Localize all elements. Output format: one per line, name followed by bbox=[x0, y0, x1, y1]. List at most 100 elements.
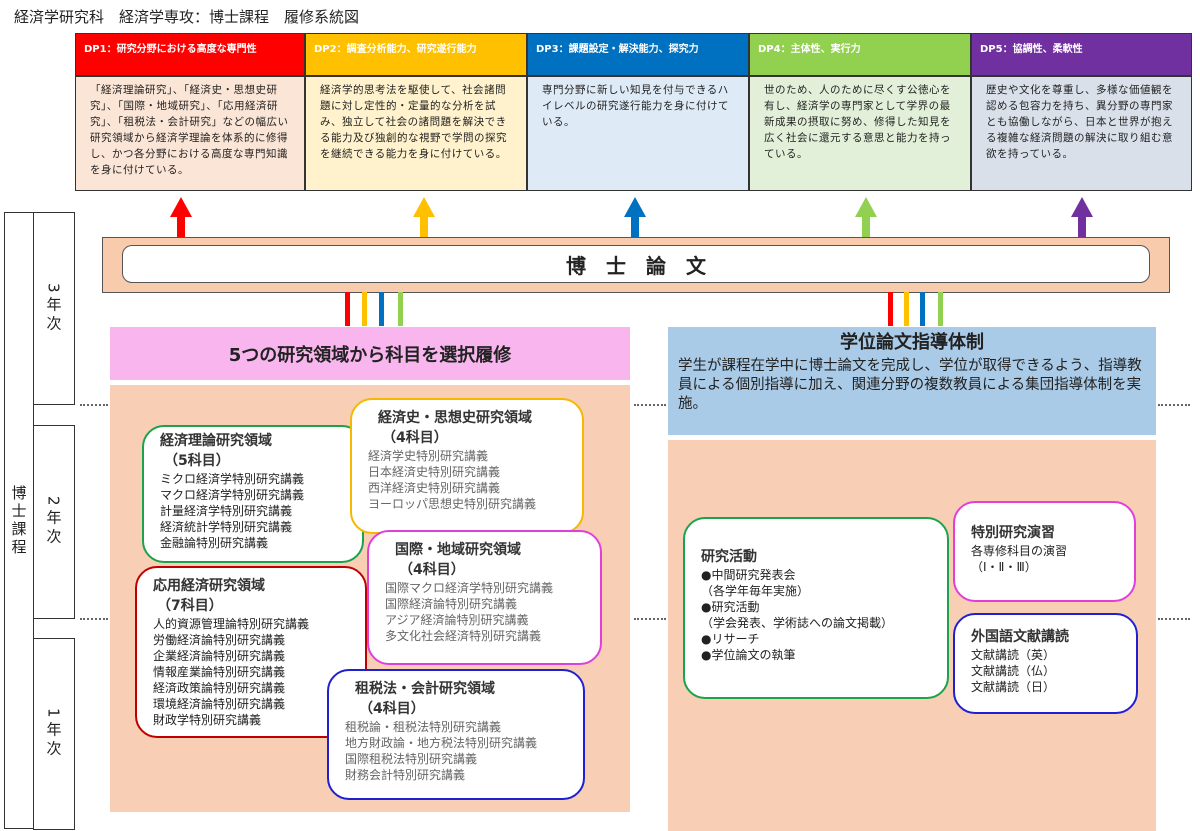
dp-label: DP2：調査分析能力、研究遂行能力 bbox=[314, 44, 477, 55]
up-arrow-icon bbox=[170, 197, 192, 245]
box-title: 外国語文献講読 bbox=[971, 629, 1069, 645]
course-item: 西洋経済史特別研究講義 bbox=[368, 481, 501, 495]
connector-bar bbox=[345, 292, 350, 326]
list-item: （各学年毎年実施） bbox=[701, 584, 810, 598]
year-2: 2年次 bbox=[33, 425, 75, 619]
connector-bar bbox=[398, 292, 403, 326]
foreign-literature-box: 外国語文献講読 文献講読（英） 文献講読（仏） 文献講読（日） bbox=[953, 613, 1138, 714]
list-item: （学会発表、学術誌への論文掲載） bbox=[701, 616, 894, 630]
list-item: 文献講読（仏） bbox=[971, 664, 1056, 678]
course-item: 計量経済学特別研究講義 bbox=[160, 504, 293, 518]
dp5-header: DP5：協調性、柔軟性 bbox=[971, 33, 1192, 76]
area-name: 租税法・会計研究領域 bbox=[355, 681, 495, 697]
left-header-label: 5つの研究領域から科目を選択履修 bbox=[228, 344, 512, 366]
dp2-header: DP2：調査分析能力、研究遂行能力 bbox=[305, 33, 527, 76]
list-item: （Ⅰ・Ⅱ・Ⅲ） bbox=[971, 560, 1037, 574]
divider bbox=[634, 618, 666, 620]
research-area-box: 経済理論研究領域 （5科目） ミクロ経済学特別研究講義マクロ経済学特別研究講義計… bbox=[142, 425, 364, 563]
course-item: ヨーロッパ思想史特別研究講義 bbox=[368, 497, 537, 511]
course-item: 租税論・租税法特別研究講義 bbox=[345, 720, 502, 734]
right-header-desc: 学生が課程在学中に博士論文を完成し、学位が取得できるよう、指導教員による個別指導… bbox=[678, 358, 1142, 412]
area-count: （4科目） bbox=[399, 562, 465, 578]
divider bbox=[80, 404, 108, 406]
dp-text: 経済学的思考法を駆使して、社会諸問題に対し定性的・定量的な分析を試み、独立して社… bbox=[320, 84, 507, 160]
connector-bar bbox=[362, 292, 367, 326]
area-count: （4科目） bbox=[359, 701, 425, 717]
research-area-box: 経済史・思想史研究領域 （4科目） 経済学史特別研究講義日本経済史特別研究講義西… bbox=[350, 398, 584, 534]
list-item: ●研究活動 bbox=[701, 600, 760, 614]
research-area-box: 応用経済研究領域 （7科目） 人的資源管理論特別研究講義労働経済論特別研究講義企… bbox=[135, 566, 367, 738]
dp2-description: 経済学的思考法を駆使して、社会諸問題に対し定性的・定量的な分析を試み、独立して社… bbox=[305, 76, 527, 191]
dp1-description: 「経済理論研究」、「経済史・思想史研究」、「国際・地域研究」、「応用経済研究」、… bbox=[75, 76, 305, 191]
list-item: 各専修科目の演習 bbox=[971, 544, 1068, 558]
left-header: 5つの研究領域から科目を選択履修 bbox=[110, 327, 630, 380]
area-name: 経済理論研究領域 bbox=[160, 433, 272, 449]
course-item: 地方財政論・地方税法特別研究講義 bbox=[345, 736, 538, 750]
course-item: 国際租税法特別研究講義 bbox=[345, 752, 478, 766]
dp5-description: 歴史や文化を尊重し、多様な価値観を認める包容力を持ち、異分野の専門家とも協働しな… bbox=[971, 76, 1192, 191]
dp-label: DP3：課題設定・解決能力、探究力 bbox=[536, 44, 699, 55]
year-3: 3年次 bbox=[33, 212, 75, 405]
divider bbox=[1158, 404, 1190, 406]
up-arrow-icon bbox=[624, 197, 646, 245]
list-item: ●リサーチ bbox=[701, 632, 760, 646]
up-arrow-icon bbox=[855, 197, 877, 245]
dp4-description: 世のため、人のために尽くす公徳心を有し、経済学の専門家として学界の最新成果の摂取… bbox=[749, 76, 971, 191]
year-label: 2年次 bbox=[44, 496, 63, 548]
course-item: 人的資源管理論特別研究講義 bbox=[153, 617, 310, 631]
box-title: 特別研究演習 bbox=[971, 525, 1055, 541]
course-item: 国際マクロ経済学特別研究講義 bbox=[385, 581, 554, 595]
list-item: 文献講読（英） bbox=[971, 648, 1056, 662]
connector-bar bbox=[379, 292, 384, 326]
course-item: 経済統計学特別研究講義 bbox=[160, 520, 293, 534]
course-item: 経済学史特別研究講義 bbox=[368, 449, 489, 463]
divider bbox=[80, 618, 108, 620]
dp1-header: DP1：研究分野における高度な専門性 bbox=[75, 33, 305, 76]
research-activity-box: 研究活動 ●中間研究発表会 （各学年毎年実施） ●研究活動 （学会発表、学術誌への論文… bbox=[683, 517, 949, 699]
course-item: 財務会計特別研究講義 bbox=[345, 768, 466, 782]
area-name: 経済史・思想史研究領域 bbox=[378, 410, 532, 426]
dp-text: 歴史や文化を尊重し、多様な価値観を認める包容力を持ち、異分野の専門家とも協働しな… bbox=[986, 84, 1173, 160]
course-item: 多文化社会経済特別研究講義 bbox=[385, 629, 542, 643]
box-title: 研究活動 bbox=[701, 549, 757, 565]
connector-bar bbox=[938, 292, 943, 326]
area-name: 応用経済研究領域 bbox=[153, 578, 265, 594]
dp-text: 専門分野に新しい知見を付与できるハイレベルの研究遂行能力を身に付けている。 bbox=[542, 84, 729, 128]
program-label: 博士課程 bbox=[9, 484, 28, 557]
up-arrow-icon bbox=[1071, 197, 1093, 245]
area-name: 国際・地域研究領域 bbox=[395, 542, 521, 558]
course-item: 環境経済論特別研究講義 bbox=[153, 697, 286, 711]
list-item: ●中間研究発表会 bbox=[701, 568, 796, 582]
program-column: 博士課程 bbox=[4, 212, 34, 829]
list-item: ●学位論文の執筆 bbox=[701, 648, 796, 662]
research-area-box: 租税法・会計研究領域 （4科目） 租税論・租税法特別研究講義地方財政論・地方税法… bbox=[327, 669, 585, 800]
dp3-description: 専門分野に新しい知見を付与できるハイレベルの研究遂行能力を身に付けている。 bbox=[527, 76, 749, 191]
course-item: 経済政策論特別研究講義 bbox=[153, 681, 286, 695]
seminar-box: 特別研究演習 各専修科目の演習 （Ⅰ・Ⅱ・Ⅲ） bbox=[953, 501, 1136, 602]
dp-label: DP5：協調性、柔軟性 bbox=[980, 44, 1083, 55]
course-item: 財政学特別研究講義 bbox=[153, 713, 262, 727]
course-item: 企業経済論特別研究講義 bbox=[153, 649, 286, 663]
course-item: 情報産業論特別研究講義 bbox=[153, 665, 286, 679]
thesis-label: 博 士 論 文 bbox=[566, 253, 706, 278]
divider bbox=[1158, 618, 1190, 620]
year-1: 1年次 bbox=[33, 638, 75, 830]
course-item: アジア経済論特別研究講義 bbox=[385, 613, 529, 627]
dp3-header: DP3：課題設定・解決能力、探究力 bbox=[527, 33, 749, 76]
dp-label: DP4：主体性、実行力 bbox=[758, 44, 861, 55]
dp-label: DP1：研究分野における高度な専門性 bbox=[84, 44, 257, 55]
course-item: 日本経済史特別研究講義 bbox=[368, 465, 501, 479]
research-area-box: 国際・地域研究領域 （4科目） 国際マクロ経済学特別研究講義国際経済論特別研究講… bbox=[367, 530, 602, 665]
area-count: （5科目） bbox=[164, 453, 230, 469]
right-header: 学位論文指導体制 学生が課程在学中に博士論文を完成し、学位が取得できるよう、指導… bbox=[668, 327, 1156, 435]
connector-bar bbox=[920, 292, 925, 326]
area-count: （7科目） bbox=[157, 598, 223, 614]
divider bbox=[634, 404, 666, 406]
course-item: 労働経済論特別研究講義 bbox=[153, 633, 286, 647]
up-arrow-icon bbox=[413, 197, 435, 245]
year-label: 3年次 bbox=[44, 282, 63, 335]
right-header-title: 学位論文指導体制 bbox=[840, 332, 984, 353]
page-title: 経済学研究科 経済学専攻：博士課程 履修系統図 bbox=[14, 8, 360, 26]
course-item: ミクロ経済学特別研究講義 bbox=[160, 472, 305, 486]
list-item: 文献講読（日） bbox=[971, 680, 1056, 694]
